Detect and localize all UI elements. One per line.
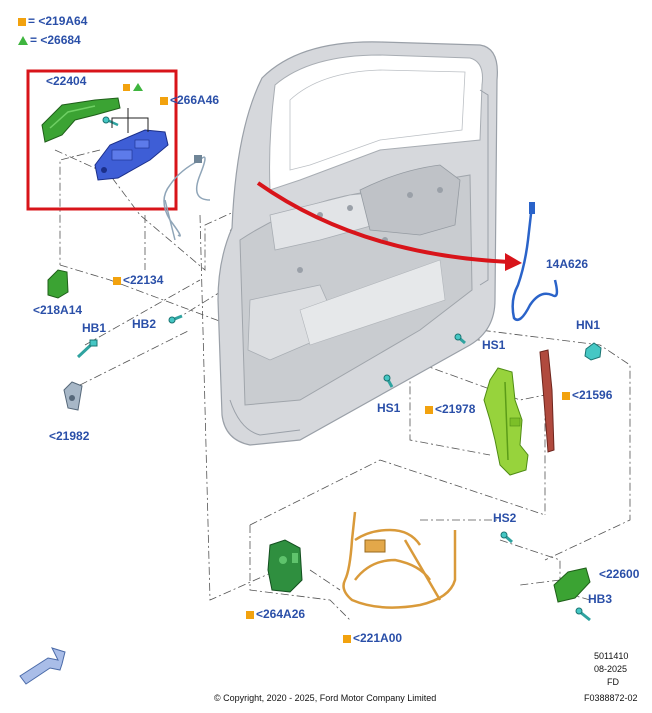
red-arrow <box>256 181 522 271</box>
callout-HS1-lower[interactable]: HS1 <box>377 401 401 415</box>
doc-date: 08-2025 <box>594 664 628 674</box>
callout-square-icon <box>425 405 433 414</box>
part-21596 <box>539 349 555 453</box>
callout-221A00[interactable]: <221A00 <box>343 631 402 645</box>
callout-HN1[interactable]: HN1 <box>576 318 601 332</box>
callout-264A26-text: <264A26 <box>256 607 306 621</box>
part-264A26 <box>267 539 303 593</box>
copyright: © Copyright, 2020 - 2025, Ford Motor Com… <box>214 693 437 703</box>
highlight-box <box>26 69 178 211</box>
callout-HB1[interactable]: HB1 <box>82 321 107 335</box>
harness-connector <box>364 539 386 553</box>
callout-266A46-text: <266A46 <box>170 93 220 107</box>
callout-264A26[interactable]: <264A26 <box>246 607 305 621</box>
nut-HN1 <box>584 342 602 361</box>
screw-HS1-right <box>454 333 466 345</box>
cable-266A46 <box>163 156 211 237</box>
callout-HS2[interactable]: HS2 <box>493 511 517 525</box>
box-triangle-marker <box>133 83 143 91</box>
callout-22600[interactable]: <22600 <box>599 567 640 581</box>
callout-HB3[interactable]: HB3 <box>588 592 613 606</box>
callout-21596[interactable]: <21596 <box>562 388 612 402</box>
legend-square-icon <box>18 17 26 26</box>
legend-triangle-text: = <26684 <box>30 33 81 47</box>
callout-22404[interactable]: <22404 <box>46 74 87 88</box>
cable-connector <box>194 155 202 163</box>
part-218A14 <box>47 269 69 299</box>
doc-number: 5011410 <box>594 651 629 661</box>
callout-square-icon <box>113 276 121 285</box>
outside-handle-part <box>41 97 121 143</box>
callout-21982[interactable]: <21982 <box>49 429 90 443</box>
bolt-HB1 <box>76 339 98 359</box>
rod-22134 <box>164 199 176 241</box>
figure-id: F0388872-02 <box>584 693 638 703</box>
callout-HB2[interactable]: HB2 <box>132 317 157 331</box>
handle-bracket-part <box>94 129 169 181</box>
part-22600 <box>553 567 591 603</box>
doc-code: FD <box>607 677 619 687</box>
legend-square-text: = <219A64 <box>28 14 88 28</box>
part-14A626 <box>511 202 559 322</box>
callout-21978-text: <21978 <box>435 402 476 416</box>
part-221A00 <box>342 511 457 609</box>
callout-22134-text: <22134 <box>123 273 164 287</box>
navigate-arrow-icon[interactable] <box>19 647 66 685</box>
callout-218A14[interactable]: <218A14 <box>33 303 83 317</box>
part-21982 <box>63 381 83 411</box>
callout-square-icon <box>160 96 168 105</box>
legend-triangle-row: = <26684 <box>18 33 81 47</box>
box-square-marker <box>123 84 130 91</box>
callout-14A626[interactable]: 14A626 <box>546 257 589 271</box>
callout-HS1-right[interactable]: HS1 <box>482 338 506 352</box>
screw-HS1-lower <box>383 374 394 388</box>
callout-square-icon <box>562 391 570 400</box>
bolt-HB3 <box>575 607 591 622</box>
callout-square-icon <box>246 610 254 619</box>
callout-square-icon <box>343 634 351 643</box>
bolt-HB2 <box>168 314 183 324</box>
callout-266A46[interactable]: <266A46 <box>160 93 219 107</box>
leader-bracket <box>111 108 149 133</box>
screw-HS2 <box>500 531 513 544</box>
door-inner-panel <box>217 41 498 446</box>
legend-triangle-icon <box>18 36 28 46</box>
part-21978 <box>483 367 529 476</box>
callout-21596-text: <21596 <box>572 388 613 402</box>
callout-22134[interactable]: <22134 <box>113 273 163 287</box>
callout-221A00-text: <221A00 <box>353 631 403 645</box>
legend-square-row: = <219A64 <box>18 14 87 28</box>
callout-21978[interactable]: <21978 <box>425 402 475 416</box>
